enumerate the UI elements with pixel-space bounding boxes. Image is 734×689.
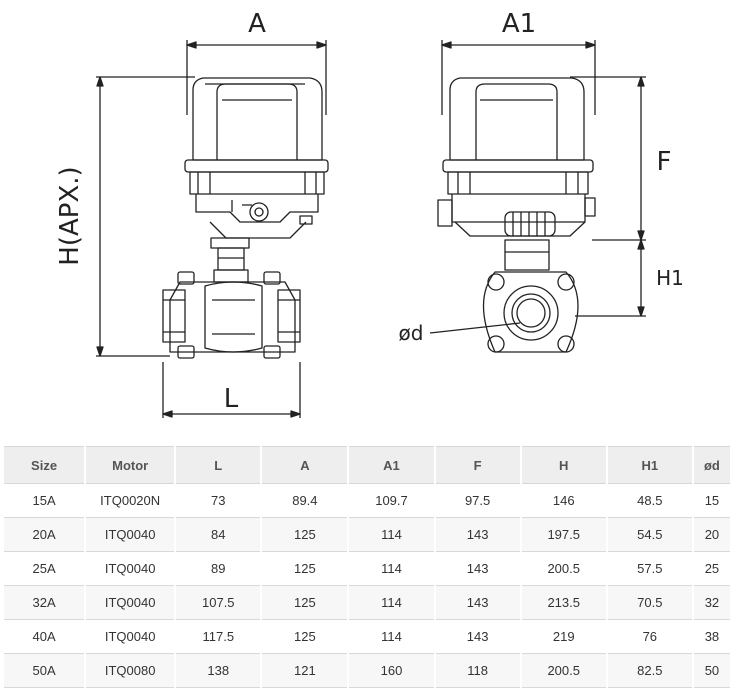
table-cell: 107.5 — [176, 586, 261, 620]
table-cell: 40A — [4, 620, 85, 654]
dim-label-h: H(APX.) — [55, 166, 85, 265]
table-cell: 20 — [693, 518, 730, 552]
column-header: A — [262, 446, 348, 484]
table-cell: 73 — [176, 484, 261, 518]
dim-label-l: L — [224, 384, 239, 414]
table-row: 25A ITQ0040 89 125 114 143 200.5 57.5 25 — [4, 552, 730, 586]
table-cell: 146 — [521, 484, 606, 518]
table-cell: 89 — [176, 552, 261, 586]
table-cell: 114 — [349, 518, 434, 552]
table-row: 40A ITQ0040 117.5 125 114 143 219 76 38 — [4, 620, 730, 654]
table-cell: 15A — [4, 484, 85, 518]
table-cell: 121 — [262, 654, 348, 688]
table-row: 15A ITQ0020N 73 89.4 109.7 97.5 146 48.5… — [4, 484, 730, 518]
column-header: Motor — [86, 446, 175, 484]
table-cell: 114 — [349, 586, 434, 620]
table-cell: ITQ0080 — [86, 654, 175, 688]
table-cell: ITQ0040 — [86, 586, 175, 620]
table-cell: 143 — [435, 620, 520, 654]
table-cell: 143 — [435, 552, 520, 586]
table-cell: 70.5 — [607, 586, 692, 620]
table-cell: 114 — [349, 620, 434, 654]
table-cell: 200.5 — [521, 552, 606, 586]
table-cell: 38 — [693, 620, 730, 654]
column-header: H — [521, 446, 606, 484]
column-header: A1 — [349, 446, 434, 484]
table-cell: 125 — [262, 586, 348, 620]
table-cell: 118 — [435, 654, 520, 688]
table-cell: 82.5 — [607, 654, 692, 688]
table-cell: 125 — [262, 518, 348, 552]
table-cell: 143 — [435, 586, 520, 620]
table-row: 20A ITQ0040 84 125 114 143 197.5 54.5 20 — [4, 518, 730, 552]
dimension-table: Size Motor L A A1 F H H1 ød 15A ITQ0020N… — [2, 446, 732, 688]
table-cell: 200.5 — [521, 654, 606, 688]
dim-label-h1: H1 — [656, 266, 684, 290]
table-cell: 213.5 — [521, 586, 606, 620]
dim-label-od: ød — [399, 321, 424, 345]
table-cell: 15 — [693, 484, 730, 518]
column-header: ød — [693, 446, 730, 484]
table-cell: 50 — [693, 654, 730, 688]
table-cell: ITQ0040 — [86, 518, 175, 552]
table-cell: 143 — [435, 518, 520, 552]
column-header: F — [435, 446, 520, 484]
table-row: 32A ITQ0040 107.5 125 114 143 213.5 70.5… — [4, 586, 730, 620]
table-cell: 20A — [4, 518, 85, 552]
table-row: 50A ITQ0080 138 121 160 118 200.5 82.5 5… — [4, 654, 730, 688]
table-cell: 114 — [349, 552, 434, 586]
table-cell: 97.5 — [435, 484, 520, 518]
valve-dimension-drawing: A A1 H(APX.) L F H1 ød — [55, 9, 684, 418]
table-cell: 197.5 — [521, 518, 606, 552]
table-cell: 84 — [176, 518, 261, 552]
dim-label-a: A — [248, 9, 266, 39]
table-cell: 32A — [4, 586, 85, 620]
table-cell: 89.4 — [262, 484, 348, 518]
dim-label-a1: A1 — [502, 9, 536, 39]
table-cell: 54.5 — [607, 518, 692, 552]
table-cell: 117.5 — [176, 620, 261, 654]
table-cell: 25A — [4, 552, 85, 586]
table-cell: 138 — [176, 654, 261, 688]
front-view — [96, 40, 329, 418]
table-cell: 25 — [693, 552, 730, 586]
table-cell: ITQ0040 — [86, 620, 175, 654]
table-cell: 76 — [607, 620, 692, 654]
column-header: H1 — [607, 446, 692, 484]
table-cell: 50A — [4, 654, 85, 688]
table-cell: 57.5 — [607, 552, 692, 586]
table-header-row: Size Motor L A A1 F H H1 ød — [4, 446, 730, 484]
column-header: L — [176, 446, 261, 484]
table-cell: 219 — [521, 620, 606, 654]
side-view — [429, 40, 646, 353]
table-cell: 32 — [693, 586, 730, 620]
table-cell: ITQ0020N — [86, 484, 175, 518]
table-cell: ITQ0040 — [86, 552, 175, 586]
table-cell: 48.5 — [607, 484, 692, 518]
table-cell: 125 — [262, 552, 348, 586]
column-header: Size — [4, 446, 85, 484]
table-cell: 125 — [262, 620, 348, 654]
dim-label-f: F — [657, 147, 672, 177]
table-cell: 160 — [349, 654, 434, 688]
table-cell: 109.7 — [349, 484, 434, 518]
